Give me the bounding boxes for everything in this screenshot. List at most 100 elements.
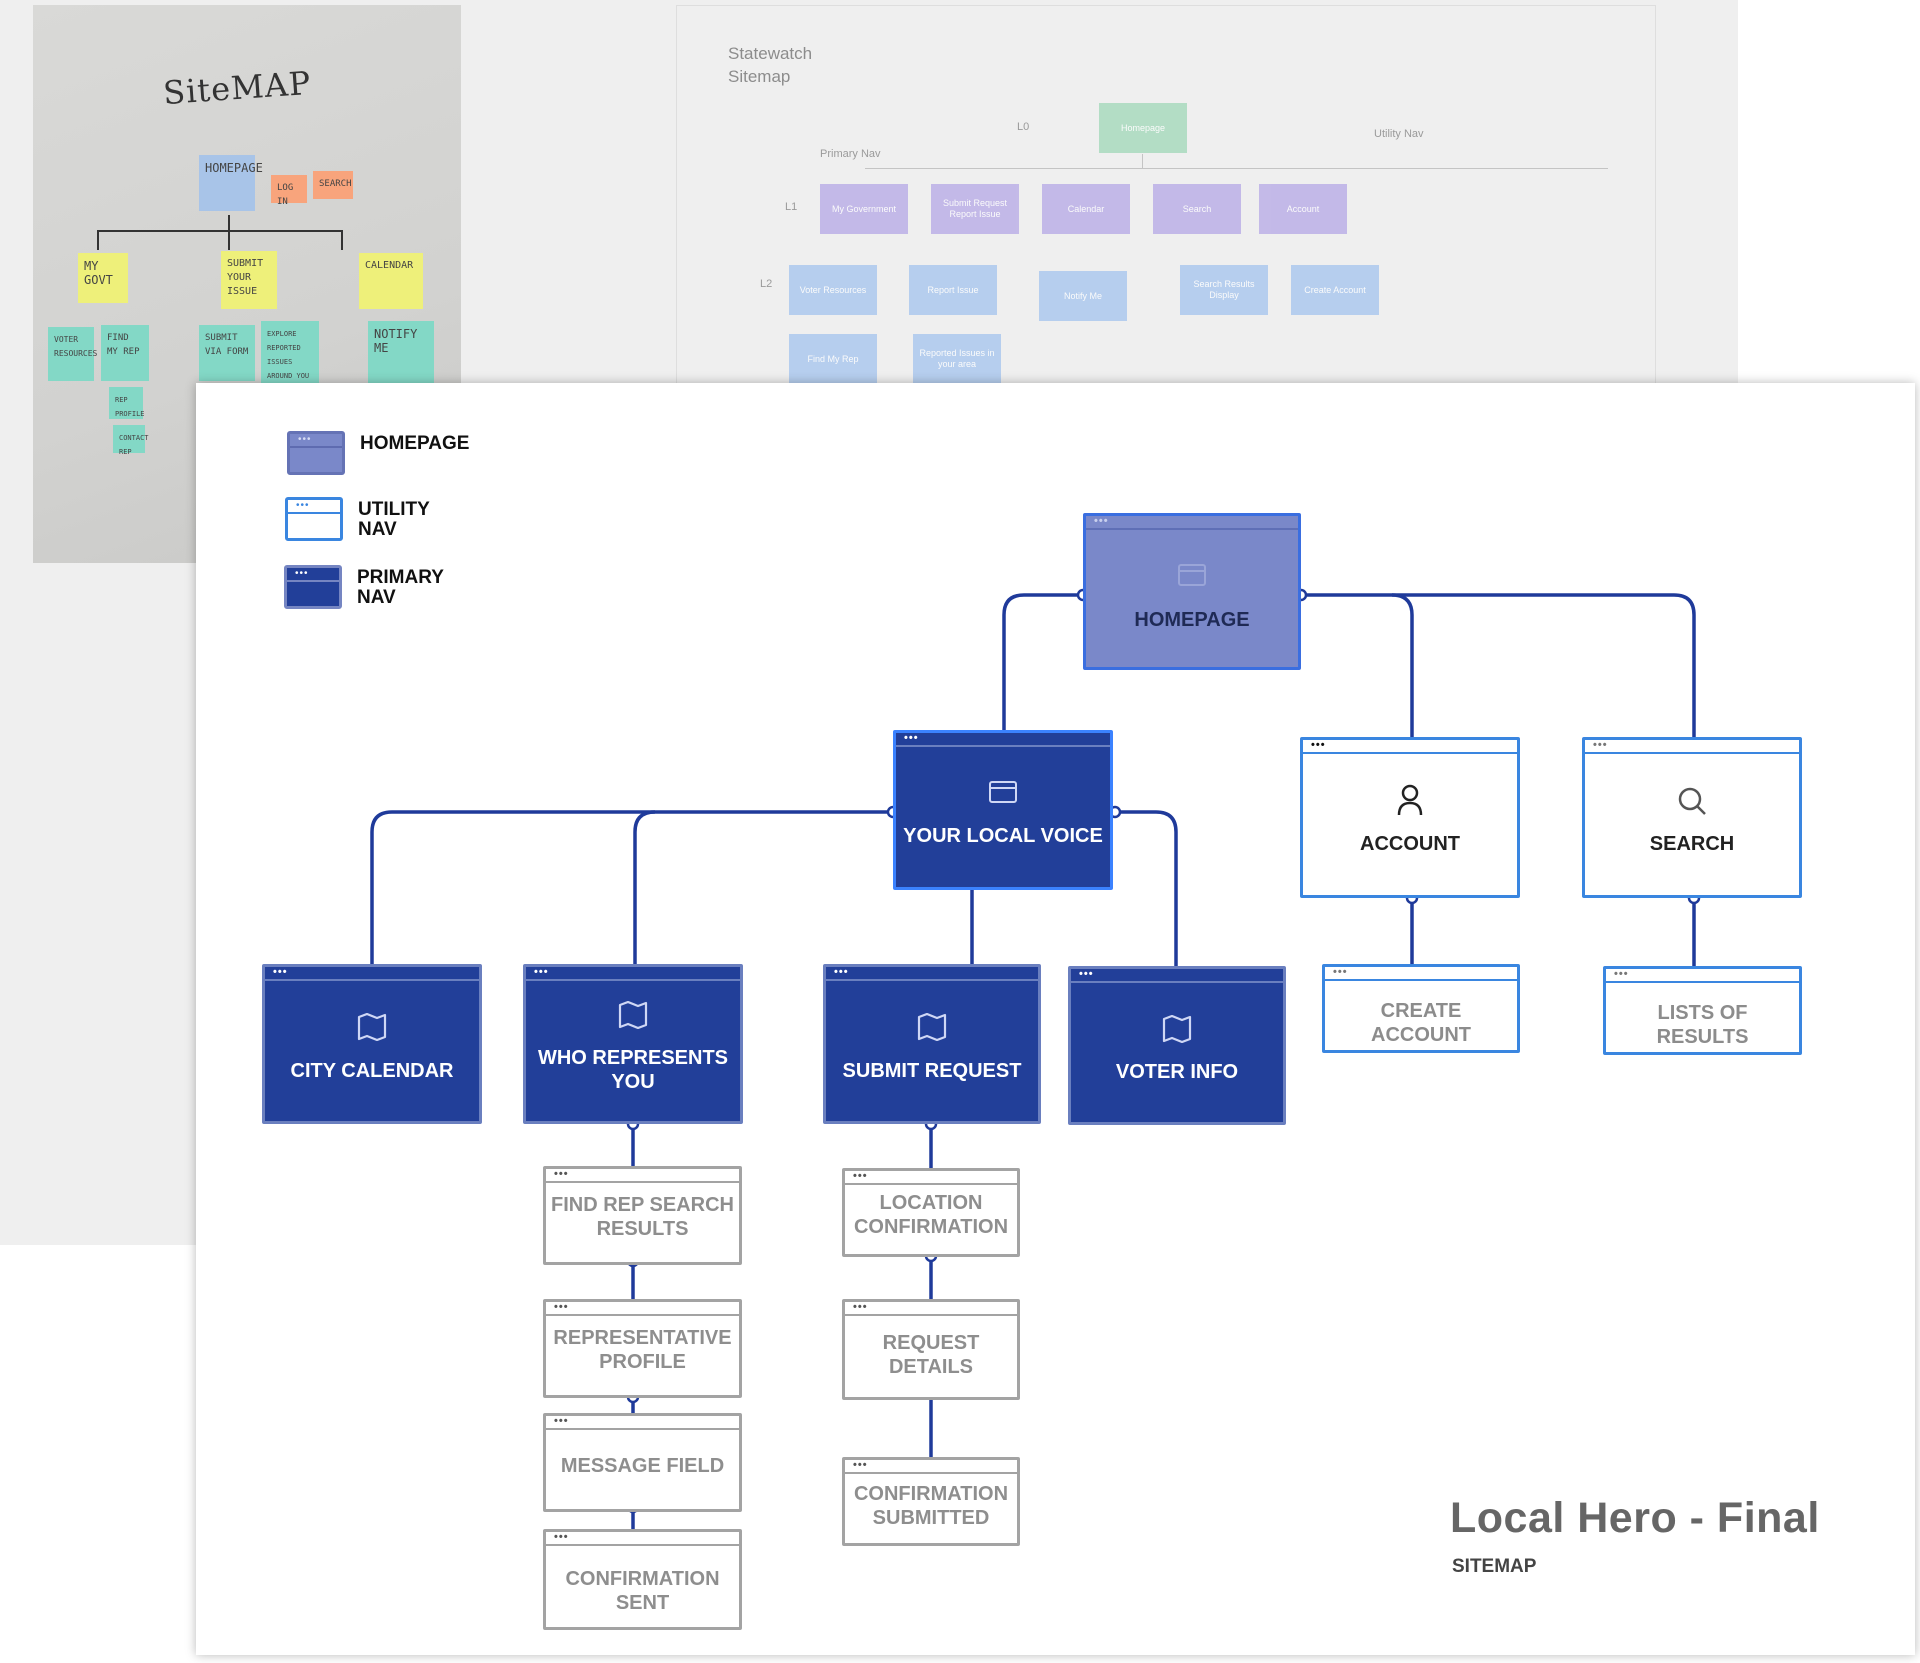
- node-search[interactable]: ••• SEARCH: [1582, 737, 1802, 898]
- legend-utility-label: UTILITY NAV: [358, 499, 430, 540]
- sticky-note-homepage: HOMEPAGE: [199, 155, 263, 211]
- browser-window-icon: [1178, 564, 1206, 586]
- sticky-note-submit: SUBMIT YOUR ISSUE: [221, 251, 277, 309]
- node-lists-of-results[interactable]: ••• LISTS OF RESULTS: [1603, 966, 1802, 1055]
- window-dots: •••: [534, 966, 549, 978]
- connector-line: [865, 168, 1608, 169]
- sticky-note-explore: EXPLORE REPORTED ISSUES AROUND YOU: [261, 321, 319, 383]
- level-label-l2: L2: [760, 278, 773, 290]
- node-confirmation-sent[interactable]: ••• CONFIRMATION SENT: [543, 1529, 742, 1630]
- map-icon: [1162, 1015, 1192, 1043]
- node-submit-request[interactable]: ••• SUBMIT REQUEST: [823, 964, 1041, 1124]
- node-label: HOMEPAGE: [1134, 609, 1250, 631]
- window-dots: •••: [554, 1531, 569, 1543]
- window-dots: •••: [1333, 966, 1348, 978]
- node-label: FIND REP SEARCH RESULTS: [551, 1194, 734, 1240]
- sticky-note-submit-form: SUBMIT VIA FORM: [199, 325, 255, 381]
- box-account: Account: [1259, 184, 1347, 234]
- box-find-my-rep: Find My Rep: [789, 334, 877, 384]
- sticky-note-notify: NOTIFY ME: [368, 321, 434, 383]
- box-homepage: Homepage: [1099, 103, 1187, 153]
- node-confirmation-submitted[interactable]: ••• CONFIRMATION SUBMITTED: [842, 1457, 1020, 1546]
- connector-localvoice-whorep: [633, 810, 656, 966]
- sitemap-subtitle: SITEMAP: [1452, 1556, 1537, 1577]
- node-voter-info[interactable]: ••• VOTER INFO: [1068, 966, 1286, 1125]
- sticky-note-calendar: CALENDAR: [359, 253, 423, 309]
- window-dots: •••: [554, 1415, 569, 1427]
- ink-line: [341, 230, 343, 250]
- node-label: CITY CALENDAR: [290, 1060, 454, 1082]
- connector-localvoice-calendar: [370, 810, 893, 966]
- statewatch-sitemap-background: Statewatch Sitemap L0 L1 L2 Primary Nav …: [676, 5, 1656, 397]
- node-label: VOTER INFO: [1115, 1061, 1239, 1083]
- window-dots: •••: [1593, 739, 1608, 751]
- box-calendar: Calendar: [1042, 184, 1130, 234]
- connector-homepage-search: [1392, 593, 1696, 741]
- node-label: SUBMIT REQUEST: [842, 1060, 1022, 1082]
- node-city-calendar[interactable]: ••• CITY CALENDAR: [262, 964, 482, 1124]
- window-dots: •••: [904, 732, 919, 744]
- sticky-note-rep-profile: REP PROFILE: [109, 387, 145, 419]
- window-dots: •••: [834, 966, 849, 978]
- ink-line: [228, 215, 230, 250]
- sitemap-title: Local Hero - Final: [1450, 1494, 1820, 1542]
- sticky-note-login: LOG IN: [271, 175, 307, 207]
- node-create-account[interactable]: ••• CREATE ACCOUNT: [1322, 964, 1520, 1053]
- map-icon: [618, 1001, 648, 1029]
- node-homepage[interactable]: ••• HOMEPAGE: [1083, 513, 1301, 670]
- box-create-account: Create Account: [1291, 265, 1379, 315]
- node-label: SEARCH: [1649, 833, 1735, 855]
- node-account[interactable]: ••• ACCOUNT: [1300, 737, 1520, 898]
- node-label: CONFIRMATION SUBMITTED: [853, 1483, 1009, 1529]
- window-dots: •••: [853, 1459, 868, 1471]
- legend-homepage-swatch: •••: [287, 431, 345, 475]
- node-who-represents-you[interactable]: ••• WHO REPRESENTS YOU: [523, 964, 743, 1124]
- box-notify-me: Notify Me: [1039, 271, 1127, 321]
- node-label: ACCOUNT: [1360, 833, 1460, 855]
- node-label: CONFIRMATION SENT: [565, 1568, 720, 1614]
- ink-line: [97, 230, 342, 232]
- legend-utility-swatch: •••: [285, 497, 343, 541]
- box-submit-request: Submit Request Report Issue: [931, 184, 1019, 234]
- node-label: YOUR LOCAL VOICE: [903, 825, 1103, 847]
- connector-homepage-localvoice: [1002, 593, 1083, 735]
- box-reported-issues: Reported Issues in your area: [913, 334, 1001, 384]
- window-dots: •••: [1614, 968, 1629, 980]
- box-search-results: Search Results Display: [1180, 265, 1268, 315]
- node-label: LISTS OF RESULTS: [1656, 1002, 1749, 1048]
- sticky-note-voter: VOTER RESOURCES: [48, 327, 97, 381]
- connector-homepage-account: [1301, 593, 1414, 741]
- utility-nav-label: Utility Nav: [1374, 128, 1424, 140]
- level-label-l0: L0: [1017, 121, 1030, 133]
- window-dots: •••: [1079, 968, 1094, 980]
- ink-line: [97, 230, 99, 250]
- node-your-local-voice[interactable]: ••• YOUR LOCAL VOICE: [893, 730, 1113, 890]
- box-report-issue: Report Issue: [909, 265, 997, 315]
- statewatch-subtitle: Sitemap: [728, 67, 791, 86]
- sticky-note-search: SEARCH: [313, 171, 353, 199]
- window-dots: •••: [1311, 739, 1326, 751]
- map-icon: [357, 1013, 387, 1041]
- user-icon: [1397, 784, 1423, 816]
- window-dots: •••: [554, 1168, 569, 1180]
- sticky-note-my-govt: MY GOVT: [78, 253, 128, 303]
- connector-localvoice-voter: [1115, 810, 1178, 968]
- node-find-rep-search-results[interactable]: ••• FIND REP SEARCH RESULTS: [543, 1166, 742, 1265]
- node-request-details[interactable]: ••• REQUEST DETAILS: [842, 1299, 1020, 1400]
- legend-homepage-label: HOMEPAGE: [360, 433, 470, 454]
- window-dots: •••: [554, 1301, 569, 1313]
- node-label: REPRESENTATIVE PROFILE: [553, 1327, 732, 1373]
- node-message-field[interactable]: ••• MESSAGE FIELD: [543, 1413, 742, 1512]
- statewatch-title: Statewatch: [728, 44, 813, 63]
- node-representative-profile[interactable]: ••• REPRESENTATIVE PROFILE: [543, 1299, 742, 1398]
- window-dots: •••: [853, 1301, 868, 1313]
- search-icon: [1678, 787, 1706, 815]
- browser-window-icon: [989, 781, 1017, 803]
- map-icon: [917, 1013, 947, 1041]
- window-dots: •••: [273, 966, 288, 978]
- legend-primary-swatch: •••: [284, 565, 342, 609]
- node-label: MESSAGE FIELD: [560, 1455, 725, 1477]
- window-dots: •••: [1094, 515, 1109, 527]
- box-search: Search: [1153, 184, 1241, 234]
- node-location-confirmation[interactable]: ••• LOCATION CONFIRMATION: [842, 1168, 1020, 1257]
